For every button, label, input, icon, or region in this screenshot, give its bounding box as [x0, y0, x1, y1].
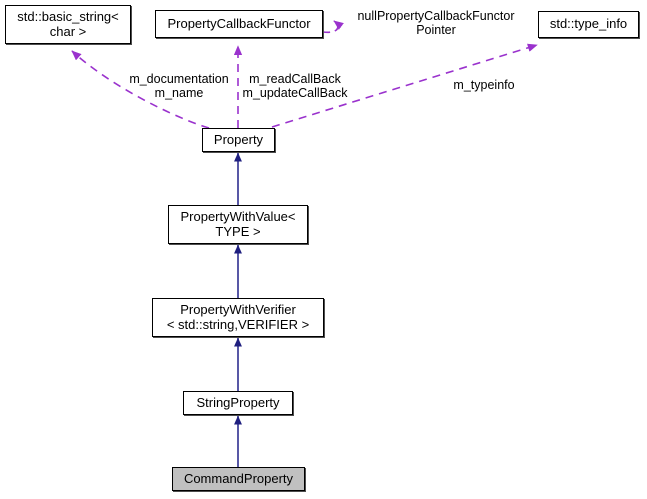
edge-label-m-typeinfo: m_typeinfo	[453, 78, 515, 92]
class-node-property-with-verifier[interactable]: PropertyWithVerifier < std::string,VERIF…	[152, 298, 324, 337]
edge-label-null-property-callback-functor-pointer: nullPropertyCallbackFunctor Pointer	[357, 9, 515, 37]
class-node-std-type-info[interactable]: std::type_info	[538, 11, 639, 38]
class-node-property-with-value[interactable]: PropertyWithValue< TYPE >	[168, 205, 308, 244]
class-node-property[interactable]: Property	[202, 128, 275, 152]
class-node-property-callback-functor[interactable]: PropertyCallbackFunctor	[155, 10, 323, 38]
class-node-string-property[interactable]: StringProperty	[183, 391, 293, 415]
usage-edge-property-to-basic-string	[71, 50, 210, 129]
edge-label-m-read-update-callback: m_readCallBack m_updateCallBack	[242, 72, 348, 100]
class-node-std-basic-string[interactable]: std::basic_string< char >	[5, 5, 131, 44]
edge-label-m-documentation-m-name: m_documentation m_name	[129, 72, 229, 100]
usage-edge-property-to-type-info	[271, 43, 538, 128]
usage-edge-callback-functor-self-loop	[322, 20, 344, 34]
class-node-command-property[interactable]: CommandProperty	[172, 467, 305, 491]
